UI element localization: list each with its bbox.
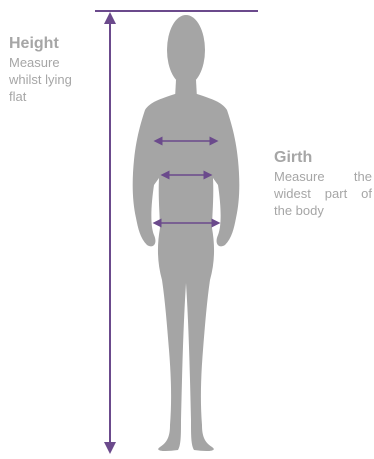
height-title: Height (9, 34, 79, 54)
height-label-block: Height Measure whilst lying flat (9, 34, 79, 105)
girth-description: Measure the widest part of the body (274, 168, 372, 219)
girth-label-block: Girth Measure the widest part of the bod… (274, 148, 372, 219)
body-silhouette (133, 15, 240, 451)
height-description: Measure whilst lying flat (9, 54, 79, 105)
girth-title: Girth (274, 148, 372, 168)
